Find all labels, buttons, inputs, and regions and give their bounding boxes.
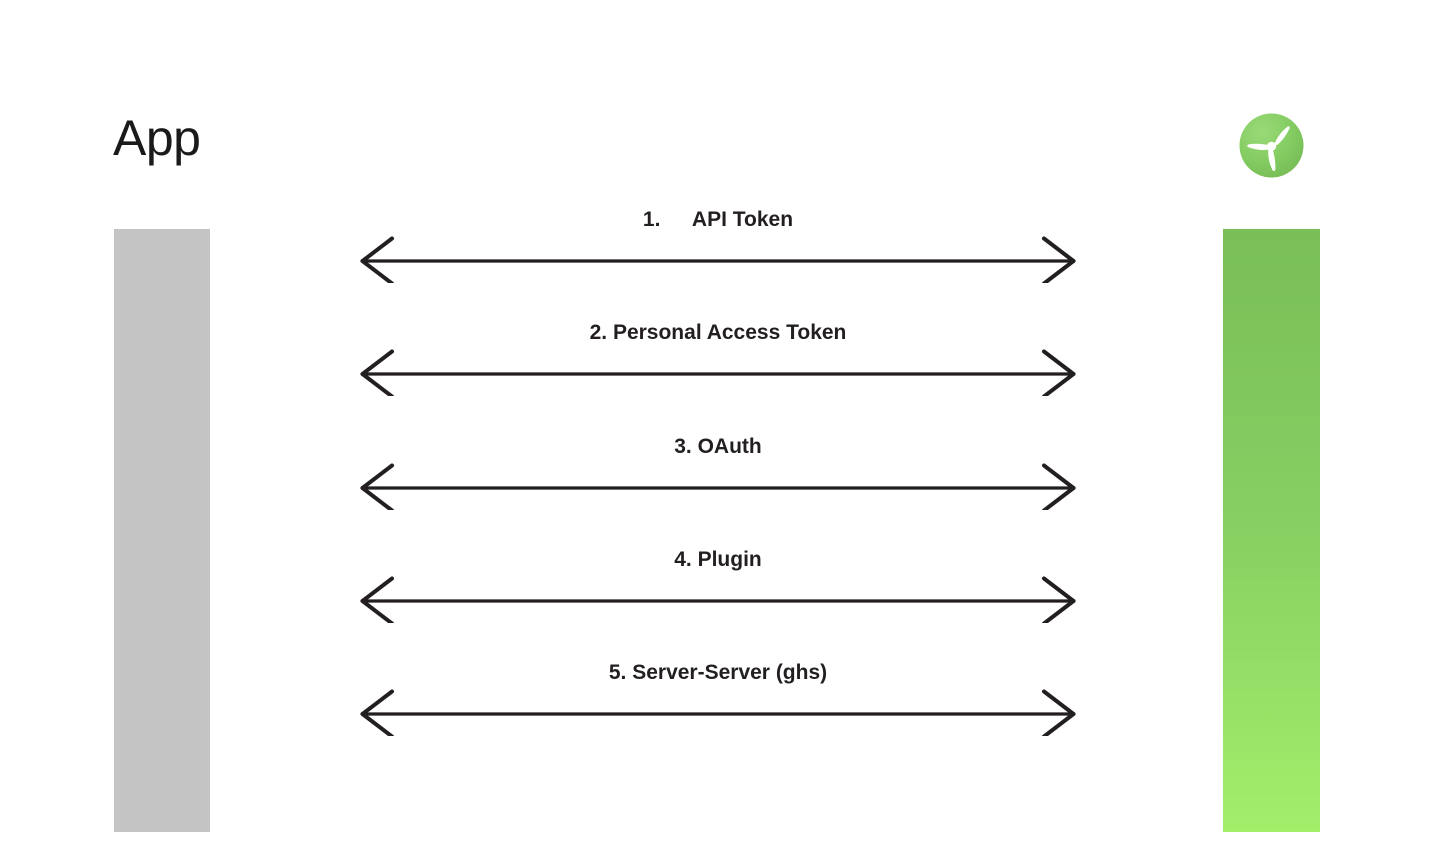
bidirectional-arrow-icon [360, 236, 1076, 283]
message-label-2: 2. Personal Access Token [589, 321, 847, 344]
message-label-1: 1. API Token [642, 208, 794, 231]
bidirectional-arrow-icon [360, 349, 1076, 396]
message-row-2: 2. Personal Access Token [340, 322, 1096, 396]
message-label-5: 5. Server-Server (ghs) [608, 661, 828, 684]
message-row-1: 1. API Token [340, 209, 1096, 283]
bidirectional-arrow-icon [360, 463, 1076, 510]
bidirectional-arrow-icon [360, 576, 1076, 623]
message-label-4: 4. Plugin [674, 548, 762, 571]
message-row-4: 4. Plugin [340, 549, 1096, 623]
message-label-3: 3. OAuth [674, 435, 762, 458]
service-lifeline-bar [1223, 229, 1320, 832]
bidirectional-arrow-icon [360, 689, 1076, 736]
app-actor-title: App [113, 110, 201, 166]
propeller-logo-icon [1238, 112, 1305, 179]
app-lifeline-bar [114, 229, 210, 832]
message-row-3: 3. OAuth [340, 436, 1096, 510]
message-row-5: 5. Server-Server (ghs) [340, 662, 1096, 736]
